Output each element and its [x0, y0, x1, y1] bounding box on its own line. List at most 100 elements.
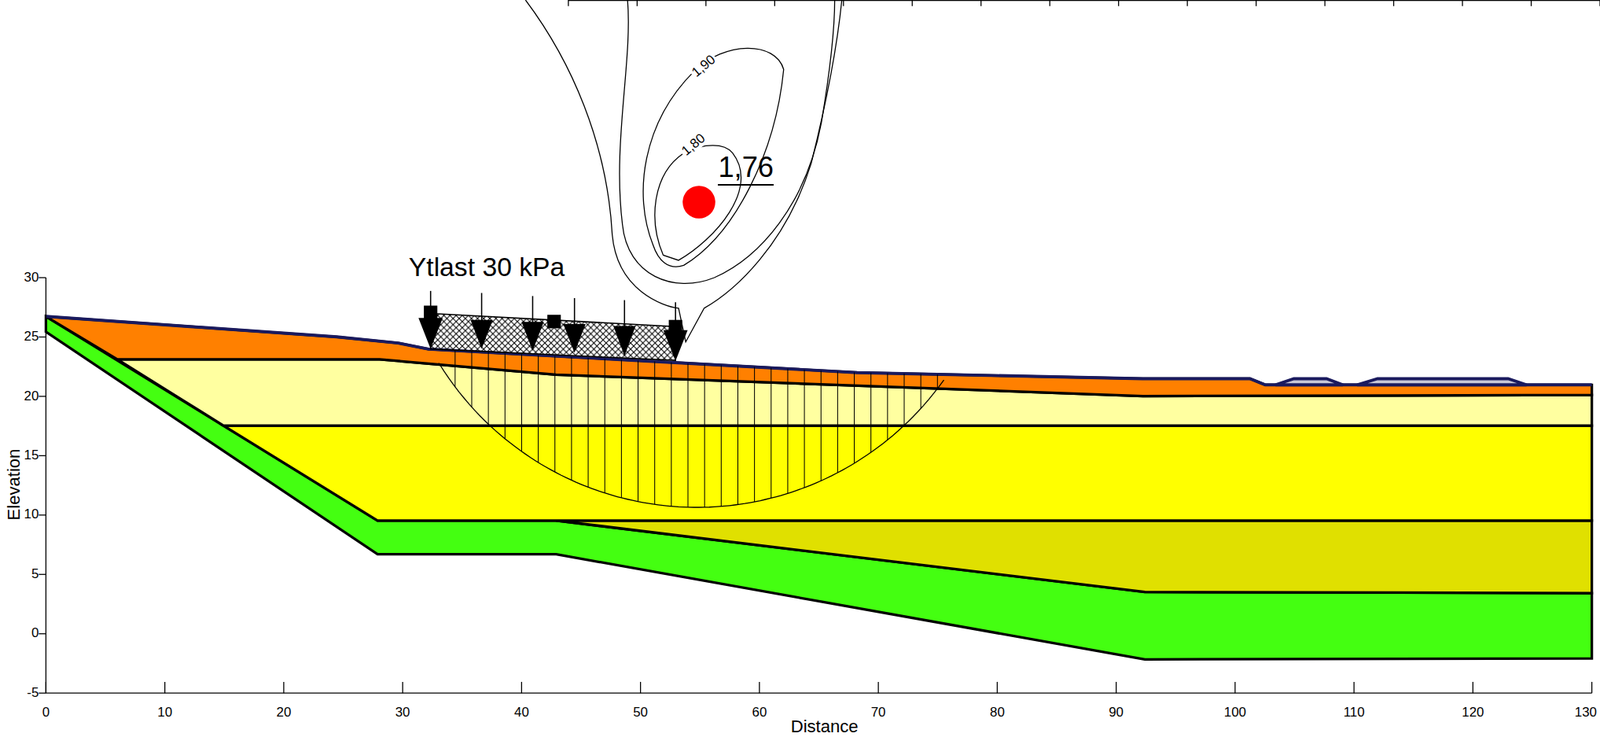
slice-line [537, 354, 539, 462]
axis-tick [1530, 0, 1532, 7]
axis-tick [283, 681, 284, 693]
axes [38, 0, 1600, 693]
axis-tick [640, 681, 641, 693]
slice-line [470, 351, 472, 408]
slice-line [604, 358, 606, 493]
tick-label: 40 [514, 706, 530, 720]
axis-tick [1472, 681, 1474, 693]
slice-line [670, 362, 672, 507]
tick-label: 90 [1108, 706, 1124, 720]
slice-line [704, 364, 706, 508]
soil-layer [45, 316, 1592, 659]
slice-line [853, 371, 855, 463]
tick-label: 60 [752, 706, 768, 720]
tick-label: 110 [1343, 706, 1365, 720]
axis-tick [38, 395, 46, 397]
axis-tick [877, 681, 879, 693]
axis-tick [1187, 0, 1189, 7]
fos-contours [525, 0, 842, 343]
slice-line [870, 372, 872, 453]
tick-label: 100 [1224, 706, 1247, 720]
slice-line [770, 367, 772, 499]
tick-label: 70 [871, 706, 887, 720]
slice-line [588, 357, 589, 487]
tick-label: 30 [24, 271, 40, 285]
soil-layer [223, 425, 1592, 521]
tick-label: 5 [31, 567, 39, 582]
slice-line [737, 365, 739, 504]
axis-tick [38, 632, 46, 634]
embankment [1275, 378, 1343, 385]
tick-label: -5 [26, 686, 39, 700]
slice-line [570, 356, 572, 481]
tick-label: 20 [24, 389, 40, 404]
tick-label: 80 [989, 706, 1005, 720]
slice-line [903, 373, 905, 426]
axis-tick [38, 455, 46, 457]
axis-tick [1324, 0, 1325, 7]
axis-tick [38, 514, 46, 515]
axis-tick [705, 0, 707, 7]
tick-label: 0 [31, 626, 39, 640]
slip-slices [455, 350, 938, 508]
axis-tick [1234, 681, 1236, 693]
tick-label: 0 [42, 706, 50, 720]
slice-line [720, 364, 722, 507]
load-label: Ytlast 30 kPa [408, 253, 566, 281]
embankment [1357, 378, 1527, 385]
tick-label: 120 [1461, 706, 1484, 720]
slice-line [837, 371, 839, 473]
slice-line [621, 359, 622, 498]
axis-tick [1591, 681, 1593, 693]
slice-line [687, 363, 688, 508]
axis-tick [774, 0, 776, 7]
slice-line [886, 373, 888, 441]
slice-line [454, 350, 456, 387]
axis-tick [38, 573, 46, 575]
axis-tick [996, 681, 998, 693]
tick-label: 30 [395, 706, 411, 720]
soil-layer [555, 520, 1592, 593]
fos-value: 1,76 [717, 153, 774, 185]
slip-circle [438, 362, 944, 508]
slice-line [920, 373, 922, 409]
contour-label: 1,80 [678, 130, 710, 160]
axis-tick [1353, 681, 1354, 693]
slice-line [521, 353, 523, 452]
axis-tick [1255, 0, 1257, 7]
tick-label: 20 [276, 706, 292, 720]
slice-line [820, 370, 822, 481]
slice-line [554, 356, 556, 472]
critical-centre [682, 185, 716, 219]
slice-line [804, 369, 806, 488]
tick-label: 25 [24, 330, 40, 344]
slice-line [637, 360, 639, 501]
axis-tick [980, 0, 982, 7]
axis-tick [38, 276, 46, 278]
axis-tick [636, 0, 638, 7]
slice-line [787, 368, 788, 493]
load-arrows [419, 290, 687, 360]
axis-tick [38, 692, 46, 694]
soil-layer [45, 316, 1592, 396]
axis-tick [401, 681, 403, 693]
axis-tick [38, 336, 46, 338]
slice-line [754, 367, 755, 502]
axis-tick [45, 681, 47, 693]
ground-surface [45, 316, 1592, 385]
axis-title: Distance [790, 717, 859, 736]
axis-tick [1118, 0, 1119, 7]
axis-tick [912, 0, 913, 7]
slice-line [654, 361, 655, 505]
slice-line [937, 374, 938, 389]
axis-tick [1115, 681, 1117, 693]
slice-line [504, 353, 506, 439]
axis-tick [1599, 0, 1600, 7]
slice-line [488, 352, 490, 424]
axis-tick [567, 0, 569, 7]
tick-label: 15 [24, 448, 40, 463]
tick-label: 50 [632, 706, 648, 720]
axis-tick [1049, 0, 1051, 7]
